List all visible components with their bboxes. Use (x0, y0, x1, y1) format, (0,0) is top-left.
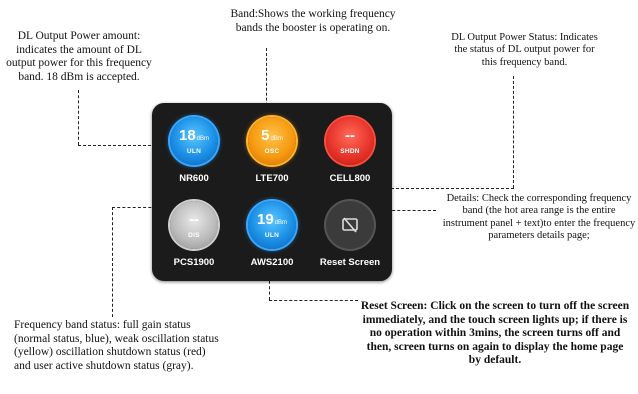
leader-band-status (112, 207, 113, 317)
annotation-band: Band:Shows the working frequency bands t… (230, 8, 396, 34)
annotation-details: Details: Check the corresponding frequen… (442, 193, 636, 242)
status-code: ULN (186, 148, 202, 155)
band-tile-aws2100[interactable]: 19dBm ULN AWS2100 (234, 193, 310, 275)
leader-reset (269, 270, 270, 300)
band-tile-pcs1900[interactable]: -- DIS PCS1900 (156, 193, 232, 275)
band-label[interactable]: AWS2100 (250, 257, 294, 268)
power-unit: dBm (196, 136, 210, 142)
leader-reset-h (269, 300, 358, 301)
annotation-power-status: DL Output Power Status: Indicates the st… (451, 32, 598, 68)
leader-band-status-h (112, 207, 172, 208)
band-label[interactable]: LTE700 (255, 173, 289, 184)
status-code: ULN (264, 232, 280, 239)
power-gauge-pcs1900[interactable]: -- DIS (170, 201, 218, 249)
band-tile-nr600[interactable]: 18dBm ULN NR600 (156, 109, 232, 191)
power-value: -- (345, 127, 355, 144)
annotation-band-status: Frequency band status: full gain status … (14, 319, 219, 372)
leader-power-status (513, 76, 514, 188)
annotation-power-amount: DL Output Power amount: indicates the am… (6, 30, 152, 83)
power-unit: dBm (270, 136, 283, 142)
leader-power-amount (78, 90, 79, 145)
reset-screen-tile[interactable]: Reset Screen (312, 193, 388, 275)
leader-details (382, 210, 436, 211)
band-tile-cell800[interactable]: -- SHDN CELL800 (312, 109, 388, 191)
power-gauge-lte700[interactable]: 5dBm OSC (248, 117, 296, 165)
band-label[interactable]: PCS1900 (173, 257, 215, 268)
band-label[interactable]: NR600 (179, 173, 209, 184)
power-value: -- (189, 211, 199, 228)
reset-screen-label[interactable]: Reset Screen (319, 257, 381, 268)
booster-home-panel[interactable]: 18dBm ULN NR600 5dBm OSC LTE700 -- SHDN … (152, 103, 392, 281)
leader-power-amount-h (78, 145, 176, 146)
leader-power-status-h (386, 188, 514, 189)
band-tile-lte700[interactable]: 5dBm OSC LTE700 (234, 109, 310, 191)
band-label[interactable]: CELL800 (329, 173, 371, 184)
power-gauge-cell800[interactable]: -- SHDN (326, 117, 374, 165)
screen-off-icon (342, 217, 358, 233)
power-value: 5 (261, 127, 270, 144)
status-code: DIS (188, 232, 200, 239)
reset-screen-button[interactable] (326, 201, 374, 249)
status-code: OSC (264, 148, 280, 155)
power-unit: dBm (274, 220, 288, 226)
power-gauge-nr600[interactable]: 18dBm ULN (170, 117, 218, 165)
annotation-reset: Reset Screen: Click on the screen to tur… (360, 300, 630, 367)
power-value: 18 (178, 127, 196, 144)
status-code: SHDN (340, 148, 360, 155)
power-value: 19 (256, 211, 274, 228)
power-gauge-aws2100[interactable]: 19dBm ULN (248, 201, 296, 249)
